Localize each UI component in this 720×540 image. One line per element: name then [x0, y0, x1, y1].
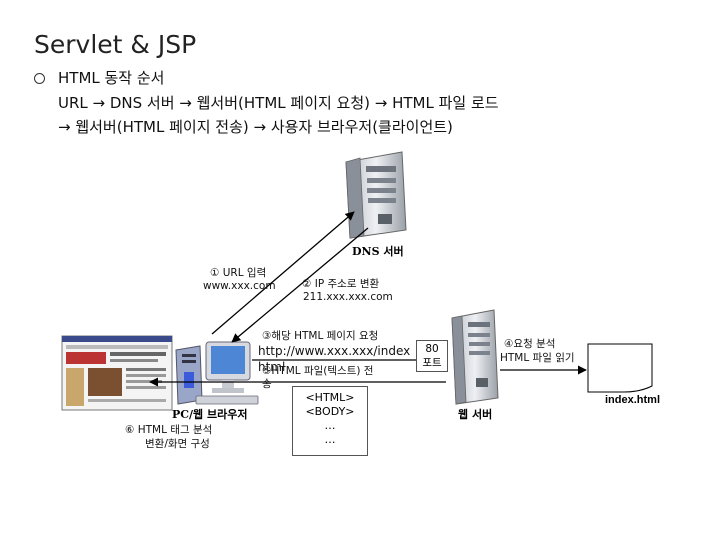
file-label: index.html: [605, 394, 661, 406]
browser-window-icon: [61, 335, 173, 411]
port-box: 80 포트: [416, 340, 448, 372]
step4-label: ④요청 분석: [504, 338, 556, 350]
port-label: 포트: [422, 357, 442, 369]
pc-browser-label: PC/웹 브라우저: [172, 408, 248, 421]
step3-url-tail: html: [258, 360, 286, 374]
step1-url: www.xxx.com: [203, 280, 276, 292]
code-html-tag: <HTML>: [305, 391, 355, 404]
step2-ip: 211.xxx.xxx.com: [303, 291, 393, 303]
bullet-line-2: URL → DNS 서버 → 웹서버(HTML 페이지 요청) → HTML 파…: [58, 94, 499, 112]
pc-icon: [175, 341, 259, 405]
web-server-label: 웹 서버: [458, 408, 493, 421]
port-number: 80: [425, 343, 439, 355]
page-title: Servlet & JSP: [34, 30, 197, 59]
step4-read: HTML 파일 읽기: [500, 352, 575, 364]
step5-label: ⑤HTML 파일(텍스트) 전: [262, 365, 374, 377]
arrow-step1-url: [211, 211, 355, 335]
step5-label-tail: 송: [262, 378, 272, 390]
bullet-heading: HTML 동작 순서: [58, 69, 165, 87]
dns-server-label: DNS 서버: [352, 245, 404, 258]
dns-server-icon: [345, 151, 407, 239]
code-ellipsis-1: …: [324, 419, 336, 432]
step6-render: 변환/화면 구성: [145, 438, 210, 450]
bullet-line-3: → 웹서버(HTML 페이지 전송) → 사용자 브라우저(클라이언트): [58, 118, 453, 136]
html-code-box: <HTML> <BODY> … …: [292, 386, 368, 456]
code-ellipsis-2: …: [324, 433, 336, 446]
step6-label: ⑥ HTML 태그 분석: [125, 424, 213, 436]
bullet-circle-icon: [34, 73, 45, 84]
step1-label: ① URL 입력: [210, 267, 267, 279]
step3-url: http://www.xxx.xxx/index: [258, 344, 411, 358]
step2-label: ② IP 주소로 변환: [302, 278, 380, 290]
web-server-icon: [451, 309, 499, 405]
html-file-icon: [587, 343, 653, 393]
arrow-step2-ip: [231, 227, 369, 343]
step3-label: ③해당 HTML 페이지 요청: [262, 330, 379, 342]
code-body-tag: <BODY>: [305, 405, 355, 418]
